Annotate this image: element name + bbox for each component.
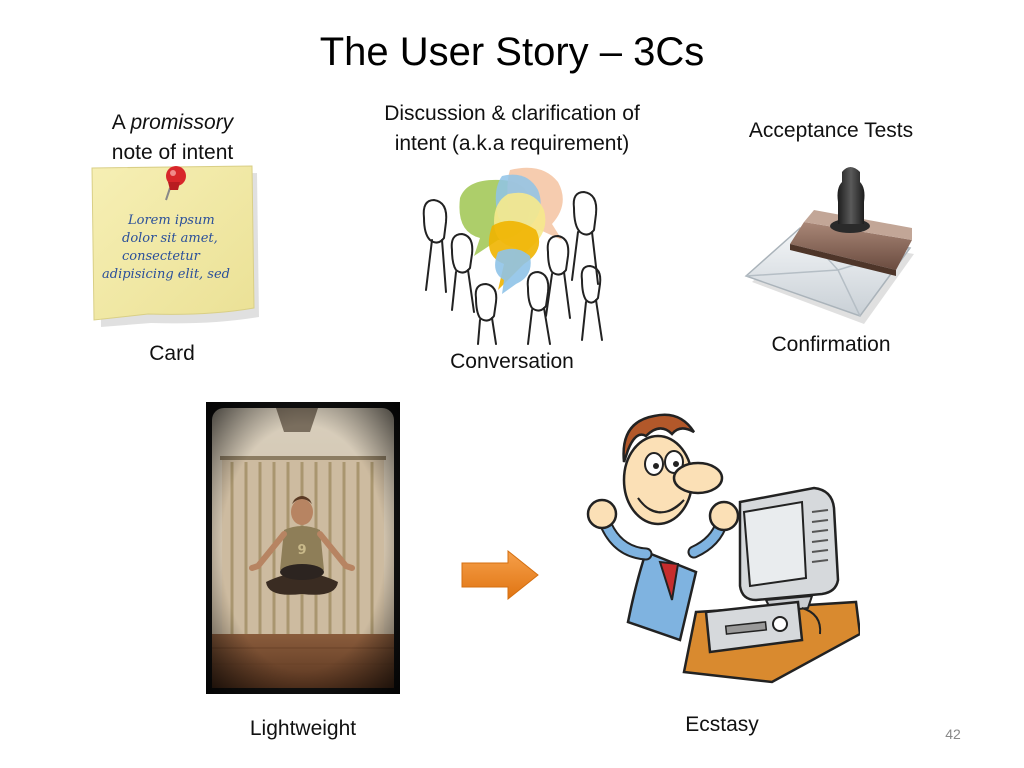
card-label: Card (149, 342, 195, 365)
right-fist (708, 500, 740, 532)
conversation-caption-line1: Discussion & clarification of (384, 102, 640, 125)
left-fist (586, 498, 618, 530)
note-line-4: adipisicing elit, sed (102, 267, 230, 282)
page-number: 42 (945, 726, 961, 742)
person-head-1 (422, 199, 448, 244)
arrow-right-icon (458, 547, 542, 603)
person-head-3 (572, 191, 598, 236)
person-head-2 (450, 233, 474, 274)
conversation-caption-line2: intent (a.k.a requirement) (394, 132, 630, 155)
stamp-handle (837, 167, 865, 224)
note-line-1: Lorem ipsum (127, 213, 215, 228)
slide-title: The User Story – 3Cs (319, 30, 705, 74)
levitating-man-photo: 9 (206, 402, 400, 694)
note-line-2: dolor sit amet, (122, 231, 218, 246)
stamp-base (790, 222, 912, 270)
card-caption: A promissory note of intent (60, 108, 285, 168)
note-line-3: consectetur (122, 249, 201, 264)
stamp-image (742, 160, 922, 330)
card-caption-line2: note of intent (111, 141, 234, 164)
cartoon-nose (672, 461, 724, 495)
lightweight-label: Lightweight (249, 717, 357, 740)
ecstasy-label: Ecstasy (685, 713, 759, 736)
confirmation-caption: Acceptance Tests (748, 119, 914, 142)
sticky-note-image: Lorem ipsum dolor sit amet, consectetur … (88, 162, 260, 334)
conversation-caption: Discussion & clarification of intent (a.… (340, 99, 684, 159)
card-caption-emphasis: promissory (130, 111, 234, 134)
ecstatic-user-cartoon (576, 402, 860, 686)
pin-needle (165, 187, 171, 201)
conversation-image (412, 160, 612, 345)
conversation-label: Conversation (450, 350, 574, 373)
confirmation-label: Confirmation (771, 333, 891, 356)
card-caption-prefix: A (111, 111, 125, 134)
